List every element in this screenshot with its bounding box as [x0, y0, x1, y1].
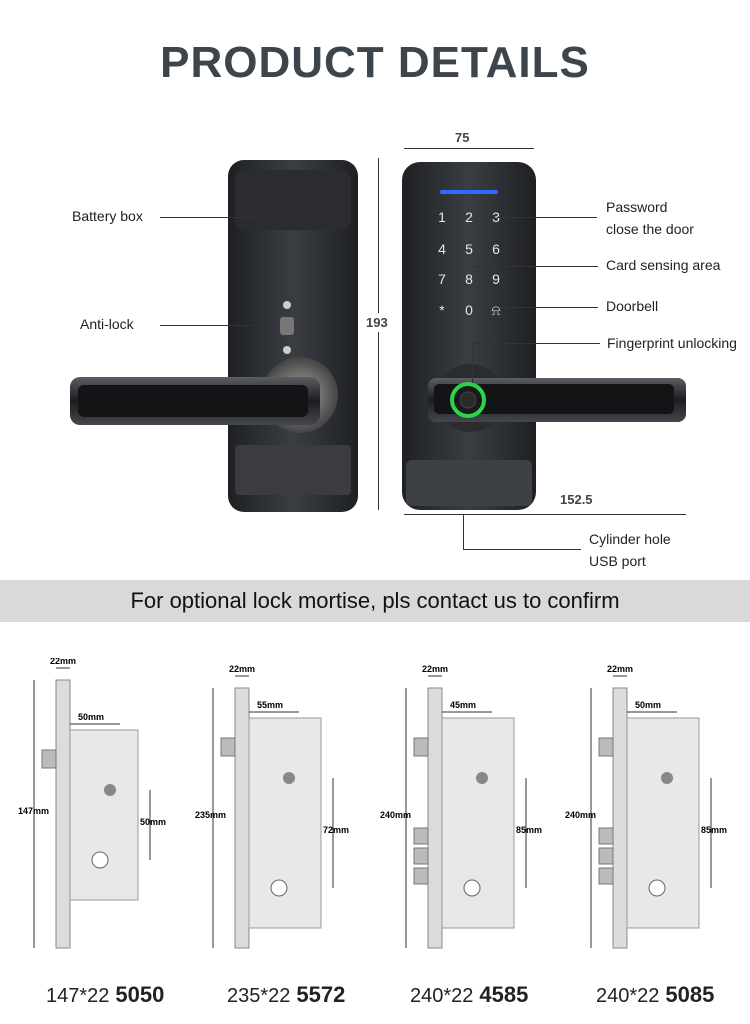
mortise-model-4: 5085	[665, 982, 715, 1007]
anti-lock-label: Anti-lock	[80, 316, 134, 332]
fingerprint-label: Fingerprint unlocking	[607, 335, 737, 351]
battery-box-leader	[160, 217, 258, 218]
width-dimension: 75	[455, 130, 470, 145]
height-dimension: 193	[366, 313, 388, 332]
doorbell-label: Doorbell	[606, 298, 659, 314]
mortise-top-dim: 22mm	[50, 658, 76, 666]
fingerprint-leader	[472, 343, 600, 344]
mortise-side-dim: 85mm	[516, 825, 542, 835]
keypad-key: 6	[492, 241, 500, 257]
mortise-inner-dim: 45mm	[450, 700, 476, 710]
mortise-inner-dim: 50mm	[78, 712, 104, 722]
password-leader	[497, 217, 597, 218]
keypad-key: 4	[438, 241, 446, 257]
mortise-height-dim: 235mm	[195, 810, 226, 820]
keypad-key: 9	[492, 271, 500, 287]
keypad-key: 7	[438, 271, 446, 287]
password-label-1: Password	[606, 199, 668, 215]
mortise-top-dim: 22mm	[607, 664, 633, 674]
mortise-drawing: 22mm 50mm 147mm 50mm	[18, 658, 166, 949]
card-sensing-leader	[470, 266, 598, 267]
mortise-model-1: 5050	[115, 982, 165, 1007]
doorbell-leader	[500, 307, 598, 308]
card-sensing-label: Card sensing area	[606, 257, 721, 273]
length-dimension-line	[404, 514, 686, 515]
lock-back-view	[70, 160, 358, 512]
page-title: PRODUCT DETAILS	[160, 38, 590, 87]
password-label-2: close the door	[606, 221, 694, 237]
lock-front-view: 1 2 3 4 5 6 7 8 9 * 0 ⍾	[402, 162, 686, 510]
mortise-banner: For optional lock mortise, pls contact u…	[0, 580, 750, 622]
mortise-size-1: 147*22	[46, 985, 110, 1007]
mortise-top-dim: 22mm	[422, 664, 448, 674]
mortise-drawing: 22mm 50mm 240mm 85mm	[565, 664, 727, 949]
keypad-key: 2	[465, 209, 473, 225]
usb-port-label: USB port	[589, 553, 646, 569]
mortise-model-2: 5572	[296, 982, 346, 1007]
keypad-key: 8	[465, 271, 473, 287]
keypad-key: 0	[465, 302, 473, 318]
cylinder-hole-label: Cylinder hole	[589, 531, 671, 547]
keypad-key: 1	[438, 209, 446, 225]
mortise-height-dim: 240mm	[565, 810, 596, 820]
mortise-inner-dim: 55mm	[257, 700, 283, 710]
anti-lock-leader	[160, 325, 278, 326]
battery-box-label: Battery box	[72, 208, 143, 224]
keypad-key: *	[439, 302, 445, 318]
height-dimension-line	[378, 158, 379, 510]
mortise-size-2: 235*22	[227, 985, 291, 1007]
mortise-drawing: 22mm 55mm 235mm 72mm	[195, 664, 349, 949]
mortise-size-3: 240*22	[410, 985, 474, 1007]
length-dimension: 152.5	[560, 492, 593, 507]
cylinder-leader	[463, 549, 581, 550]
mortise-height-dim: 240mm	[380, 810, 411, 820]
mortise-size-4: 240*22	[596, 985, 660, 1007]
keypad-key: 5	[465, 241, 473, 257]
width-dimension-line	[404, 148, 534, 149]
mortise-height-dim: 147mm	[18, 806, 49, 816]
cylinder-leader-v	[463, 514, 464, 550]
mortise-side-dim: 72mm	[323, 825, 349, 835]
keypad-key: ⍾	[491, 302, 500, 318]
mortise-top-dim: 22mm	[229, 664, 255, 674]
mortise-drawing: 22mm 45mm 240mm 85mm	[380, 664, 542, 949]
keypad-key: 3	[492, 209, 500, 225]
fingerprint-leader-v	[472, 343, 473, 383]
mortise-side-dim: 50mm	[140, 817, 166, 827]
mortise-inner-dim: 50mm	[635, 700, 661, 710]
mortise-side-dim: 85mm	[701, 825, 727, 835]
mortise-model-3: 4585	[479, 982, 529, 1007]
